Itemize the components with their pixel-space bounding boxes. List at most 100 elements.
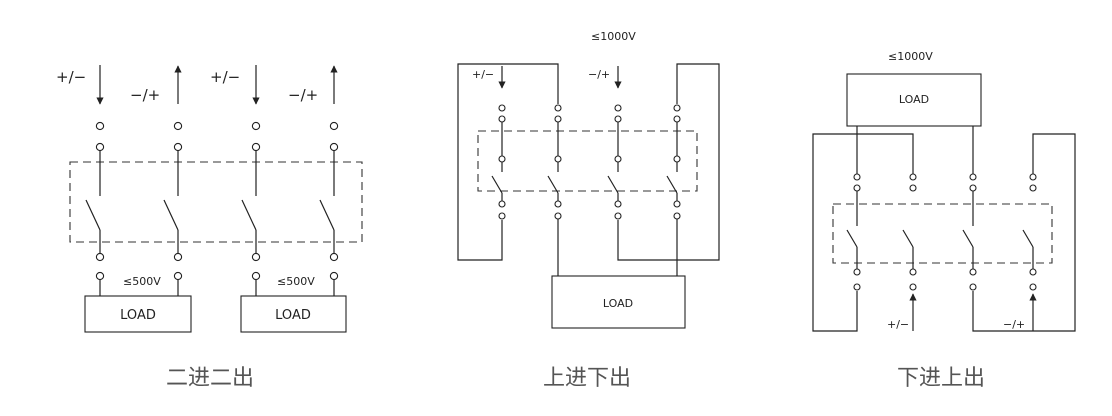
pole-d	[1022, 173, 1037, 331]
terminal	[498, 104, 506, 112]
terminal	[853, 268, 861, 276]
terminal	[969, 268, 977, 276]
panel-caption: 下进上出	[897, 366, 985, 391]
terminal	[909, 283, 917, 291]
terminal	[329, 271, 339, 281]
load-box	[551, 275, 686, 329]
switch-blade	[85, 199, 101, 231]
switch-blade	[491, 175, 503, 194]
terminal	[554, 155, 562, 163]
pole-a	[846, 173, 861, 291]
terminal	[969, 173, 977, 181]
terminal	[614, 104, 622, 112]
voltage-label: ≤1000V	[888, 50, 933, 63]
load-box	[846, 73, 982, 127]
terminal	[554, 212, 562, 220]
pole-c	[962, 173, 977, 291]
load-label: LOAD	[603, 297, 633, 310]
terminal	[95, 142, 105, 152]
terminal	[329, 121, 339, 131]
terminal	[673, 200, 681, 208]
terminal	[1029, 268, 1037, 276]
panel-bottom-in-top-out: ≤1000V LOAD	[812, 50, 1076, 391]
terminal	[909, 184, 917, 192]
switch-housing	[832, 203, 1053, 264]
load-label: LOAD	[120, 308, 156, 323]
switch-blade	[607, 175, 619, 194]
polarity-label: −/+	[288, 86, 318, 104]
terminal	[614, 155, 622, 163]
terminal	[498, 200, 506, 208]
terminal	[95, 271, 105, 281]
terminal	[1029, 184, 1037, 192]
terminal	[173, 271, 183, 281]
pole-d	[666, 104, 681, 276]
terminal	[498, 212, 506, 220]
terminal	[614, 212, 622, 220]
terminal	[173, 121, 183, 131]
terminal	[251, 252, 261, 262]
load-label: LOAD	[899, 93, 929, 106]
switch-blade	[962, 229, 974, 248]
switch-blade	[666, 175, 678, 194]
terminal	[95, 252, 105, 262]
terminal	[498, 115, 506, 123]
terminal	[909, 173, 917, 181]
polarity-label: −/+	[130, 86, 160, 104]
terminal	[554, 104, 562, 112]
terminal	[554, 200, 562, 208]
terminal	[1029, 173, 1037, 181]
pole-1	[85, 65, 105, 296]
wire-loop-left	[812, 133, 914, 332]
voltage-label: ≤500V	[277, 275, 315, 288]
pole-a	[491, 66, 506, 220]
terminal	[909, 268, 917, 276]
terminal	[853, 283, 861, 291]
terminal	[1029, 283, 1037, 291]
switch-blade	[902, 229, 914, 248]
switch-blade	[163, 199, 179, 231]
voltage-label: ≤500V	[123, 275, 161, 288]
polarity-label: +/−	[56, 68, 86, 86]
load-label: LOAD	[275, 308, 311, 323]
terminal	[853, 184, 861, 192]
switch-housing	[69, 161, 363, 243]
terminal	[673, 212, 681, 220]
load-box-2	[240, 295, 347, 333]
terminal	[251, 142, 261, 152]
switch-blade	[547, 175, 559, 194]
switch-blade	[846, 229, 858, 248]
wire-loop-left	[457, 63, 559, 261]
terminal	[498, 155, 506, 163]
pole-3	[241, 65, 261, 296]
terminal	[329, 252, 339, 262]
terminal	[251, 271, 261, 281]
terminal	[673, 115, 681, 123]
terminal	[673, 104, 681, 112]
polarity-label: +/−	[472, 68, 494, 81]
pole-c	[607, 66, 622, 220]
terminal	[251, 121, 261, 131]
switch-blade	[241, 199, 257, 231]
terminal	[969, 184, 977, 192]
terminal	[173, 252, 183, 262]
terminal	[95, 121, 105, 131]
wire-loop-right	[972, 133, 1076, 332]
panel-top-in-bottom-out: ≤1000V	[457, 30, 720, 391]
panel-caption: 二进二出	[166, 366, 254, 391]
panel-two-in-two-out: LOAD LOAD +/− −/+ +/− −/+ ≤500V ≤500V 二进…	[56, 65, 363, 391]
terminal	[673, 155, 681, 163]
voltage-label: ≤1000V	[591, 30, 636, 43]
pole-b	[902, 173, 917, 331]
wire-loop-right	[617, 63, 720, 261]
terminal	[614, 115, 622, 123]
terminal	[329, 142, 339, 152]
panel-caption: 上进下出	[543, 366, 631, 391]
switch-housing	[477, 130, 698, 192]
terminal	[554, 115, 562, 123]
terminal	[853, 173, 861, 181]
switch-blade	[319, 199, 335, 231]
terminal	[173, 142, 183, 152]
polarity-label: +/−	[210, 68, 240, 86]
